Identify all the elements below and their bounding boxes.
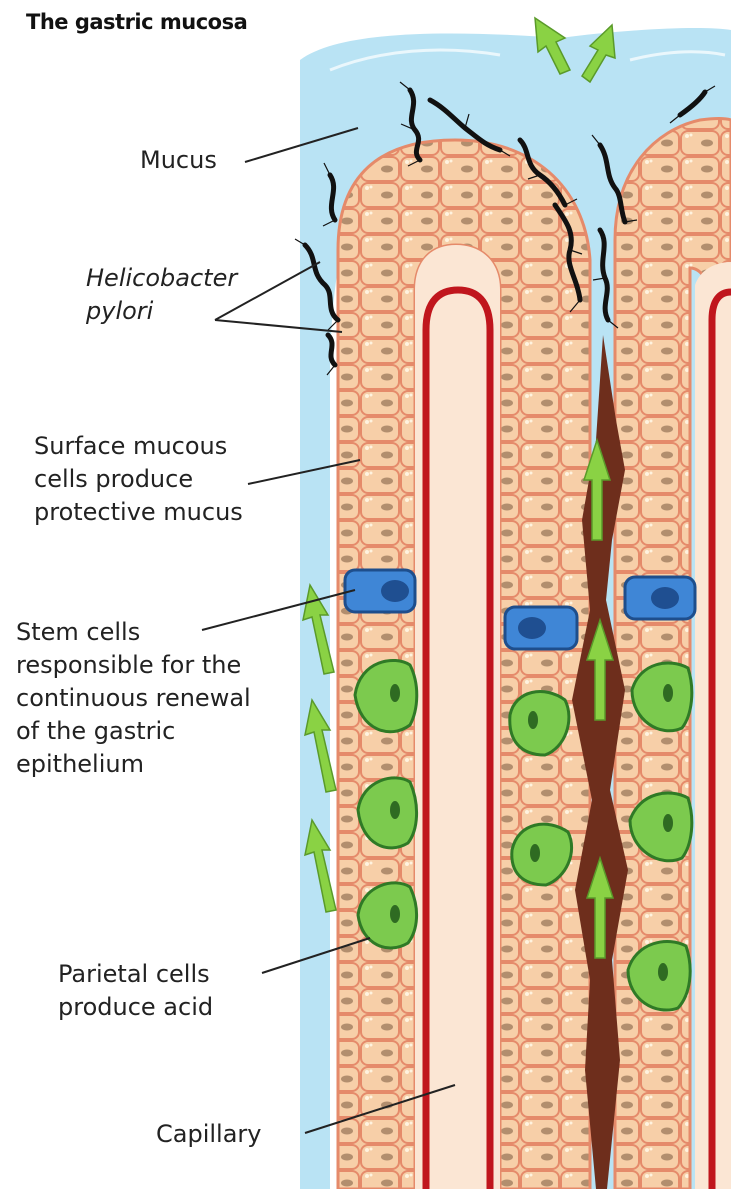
parietal-cell (510, 692, 569, 755)
label-line: Parietal cells (58, 958, 213, 991)
label-line: Helicobacter (86, 262, 237, 295)
label-line: of the gastric (16, 715, 251, 748)
label-line: produce acid (58, 991, 213, 1024)
label-line: continuous renewal (16, 682, 251, 715)
label-stem-cells: Stem cells responsible for the continuou… (16, 616, 251, 781)
parietal-cell (355, 660, 417, 731)
label-line: responsible for the (16, 649, 251, 682)
label-mucus: Mucus (140, 144, 217, 177)
h-pylori (330, 175, 335, 220)
label-line: cells produce (34, 463, 243, 496)
label-line: pylori (86, 295, 237, 328)
label-parietal-cells: Parietal cells produce acid (58, 958, 213, 1024)
parietal-cell (358, 778, 417, 848)
stem-cell (345, 570, 415, 612)
label-line: epithelium (16, 748, 251, 781)
diagram-title: The gastric mucosa (26, 10, 247, 34)
label-line: Surface mucous (34, 430, 243, 463)
label-helicobacter: Helicobacter pylori (86, 262, 237, 328)
label-surface-cells: Surface mucous cells produce protective … (34, 430, 243, 529)
label-line: Stem cells (16, 616, 251, 649)
label-line: protective mucus (34, 496, 243, 529)
stem-cell (505, 607, 577, 649)
label-capillary: Capillary (156, 1118, 261, 1151)
stem-cell (625, 577, 695, 619)
